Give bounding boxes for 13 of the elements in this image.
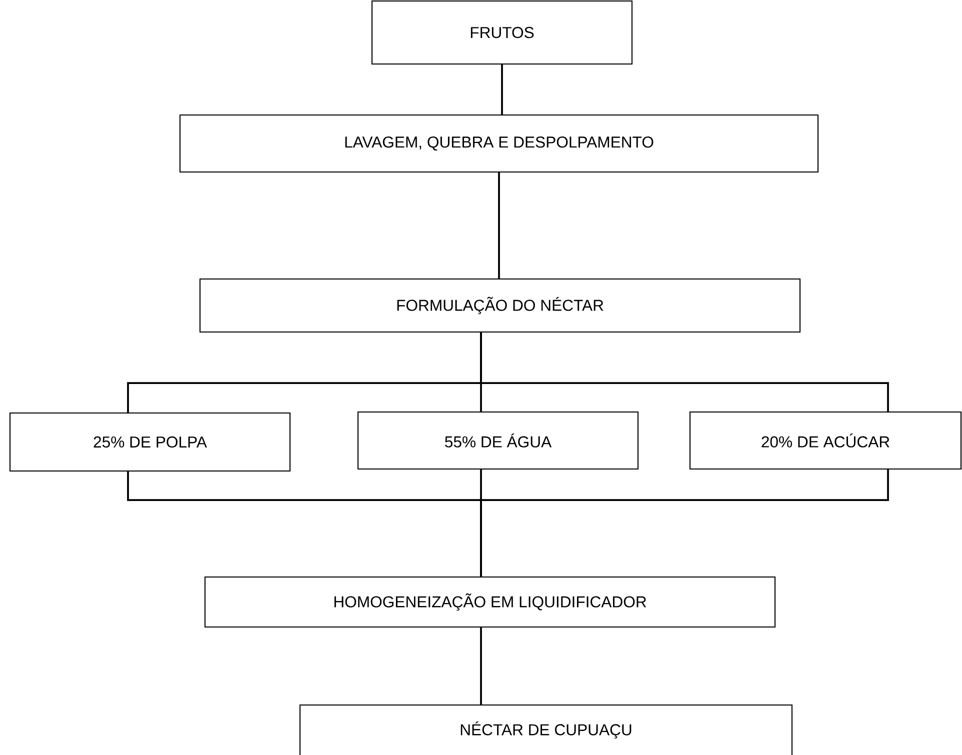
connector-line: [498, 172, 500, 278]
connector-line: [501, 64, 503, 114]
connector-line: [480, 332, 889, 412]
process-box: 25% DE POLPA: [9, 412, 291, 472]
process-box: FORMULAÇÃO DO NÉCTAR: [199, 278, 801, 333]
process-box: LAVAGEM, QUEBRA E DESPOLPAMENTO: [179, 114, 819, 173]
process-box: FRUTOS: [371, 0, 633, 65]
process-box: 55% DE ÁGUA: [357, 411, 639, 470]
connector-line: [480, 470, 889, 576]
process-box: HOMOGENEIZAÇÃO EM LIQUIDIFICADOR: [204, 576, 776, 628]
connector-line: [480, 628, 482, 704]
process-box: NÉCTAR DE CUPUAÇU: [299, 704, 793, 755]
process-box: 20% DE ACÚCAR: [689, 411, 962, 470]
